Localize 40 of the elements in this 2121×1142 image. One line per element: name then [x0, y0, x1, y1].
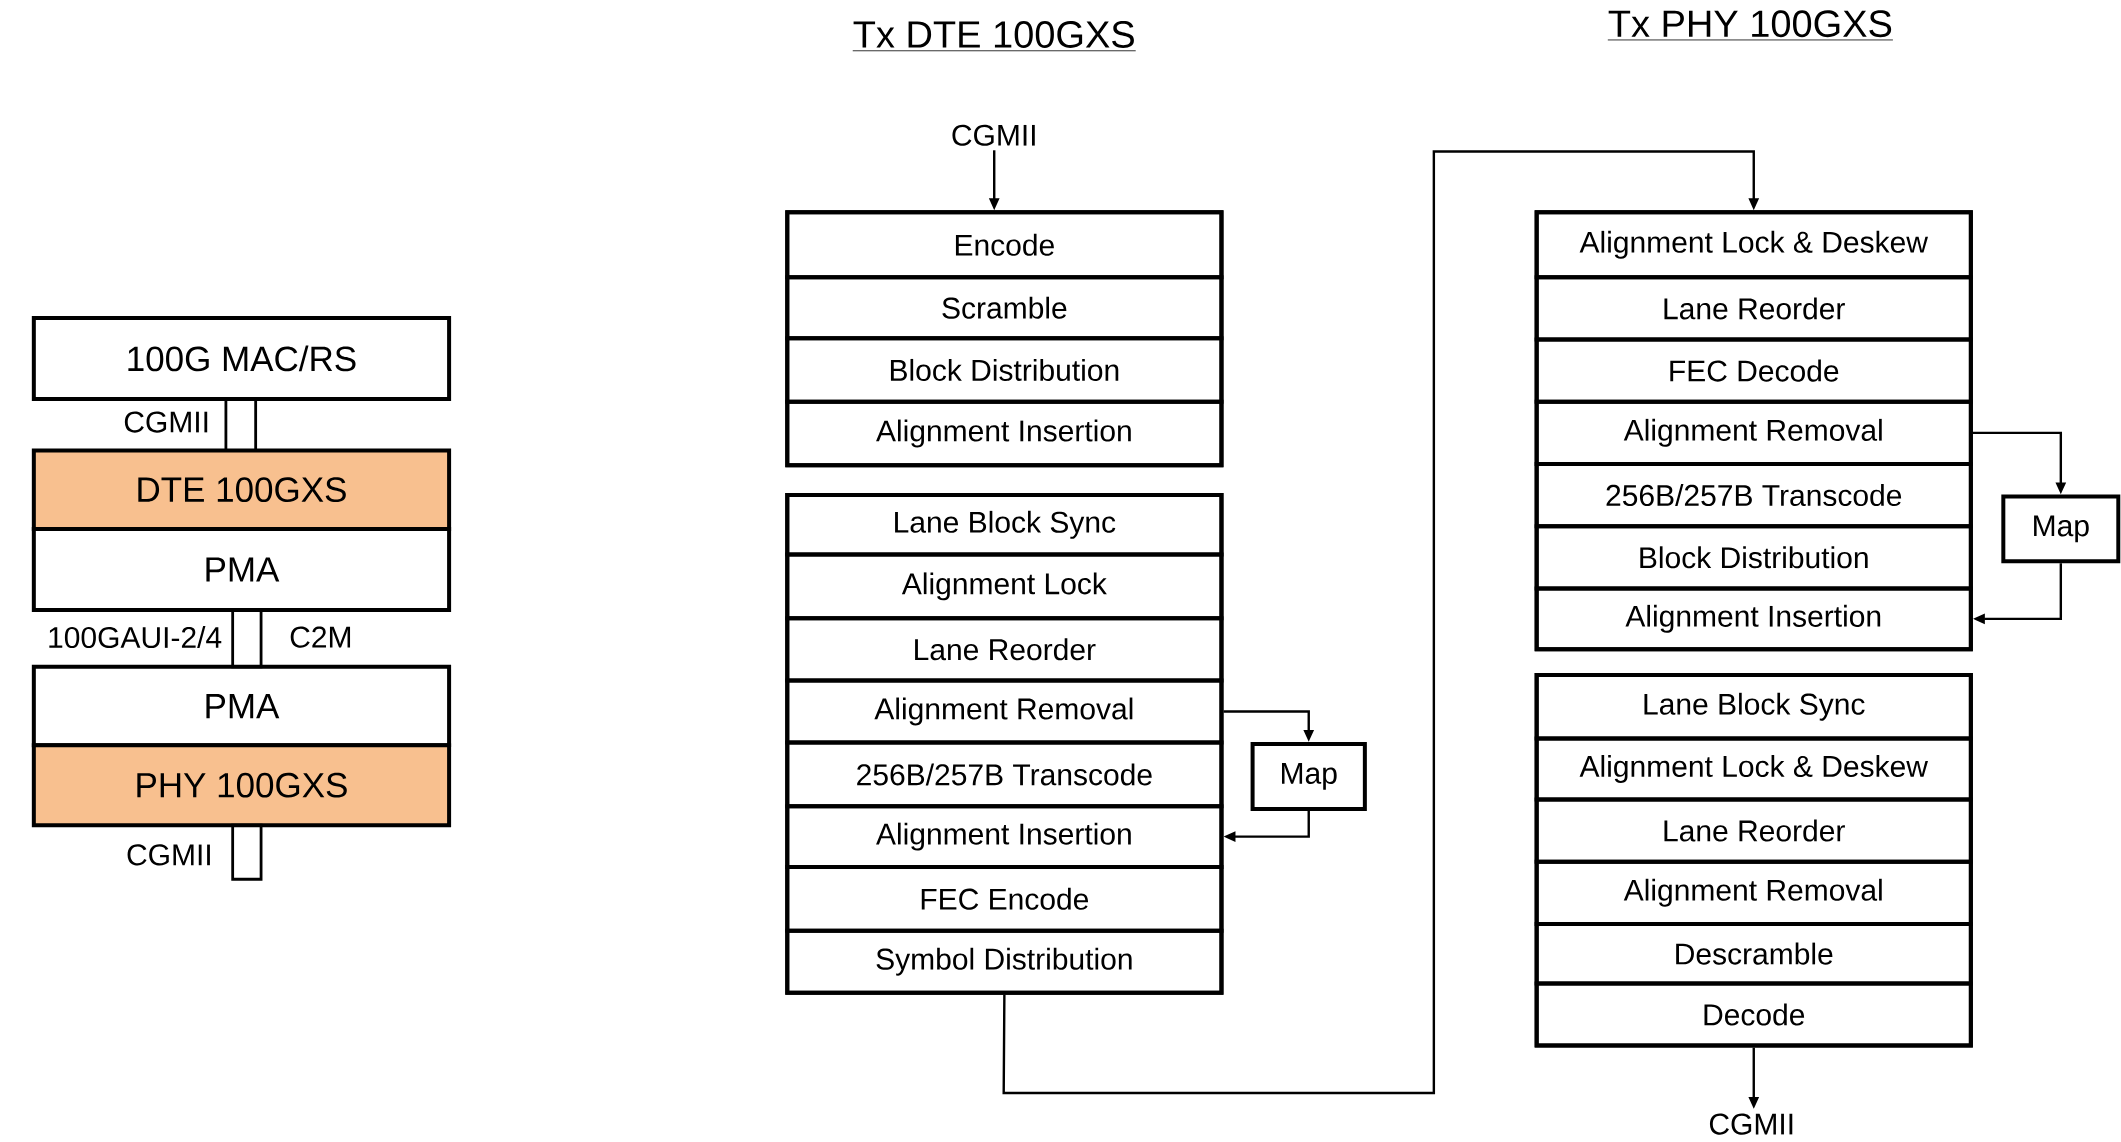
- process-box: Encode: [785, 210, 1224, 280]
- interface-label: CGMII: [124, 411, 208, 433]
- process-box: Scramble: [785, 275, 1224, 341]
- process-box: Alignment Removal: [1534, 399, 1973, 467]
- process-box: 256B/257B Transcode: [1534, 462, 1973, 529]
- process-box: Symbol Distribution: [785, 928, 1224, 996]
- process-box: FEC Decode: [1534, 337, 1973, 404]
- process-box: Decode: [1534, 981, 1973, 1048]
- layer-box: DTE 100GXS: [31, 448, 452, 532]
- heading: Tx DTE 100GXS: [852, 21, 1137, 52]
- layer-box: 100G MAC/RS: [31, 316, 452, 402]
- arrow: [1002, 150, 1760, 1095]
- layer-box: PHY 100GXS: [31, 743, 452, 828]
- process-box: Alignment Lock: [785, 552, 1224, 621]
- heading: Tx PHY 100GXS: [1607, 10, 1894, 41]
- process-box: 256B/257B Transcode: [785, 740, 1224, 809]
- process-box: Alignment Removal: [785, 678, 1224, 745]
- process-box: Lane Reorder: [1534, 275, 1973, 342]
- layer-box: PMA: [31, 527, 452, 613]
- process-box: Alignment Removal: [1534, 859, 1973, 927]
- signal-label: CGMII: [1709, 1113, 1793, 1135]
- process-box: Block Distribution: [1534, 524, 1973, 591]
- process-box: Lane Block Sync: [785, 493, 1224, 557]
- process-box: FEC Encode: [785, 865, 1224, 933]
- map-box: Map: [1250, 742, 1367, 812]
- interface-label: CGMII: [127, 844, 210, 866]
- process-box: Alignment Lock & Deskew: [1534, 210, 1973, 280]
- process-box: Alignment Insertion: [785, 804, 1224, 870]
- process-box: Descramble: [1534, 922, 1973, 986]
- signal-label: CGMII: [952, 124, 1035, 147]
- process-box: Alignment Lock & Deskew: [1534, 736, 1973, 802]
- map-box: Map: [2001, 494, 2121, 564]
- process-box: Block Distribution: [785, 336, 1224, 404]
- process-box: Alignment Insertion: [785, 399, 1224, 468]
- interface-label: C2M: [290, 626, 351, 648]
- interface-label: 100GAUI-2/4: [49, 626, 222, 649]
- process-box: Lane Reorder: [785, 616, 1224, 683]
- process-box: Alignment Insertion: [1534, 586, 1973, 652]
- process-box: Lane Reorder: [1534, 797, 1973, 864]
- process-box: Lane Block Sync: [1534, 673, 1973, 741]
